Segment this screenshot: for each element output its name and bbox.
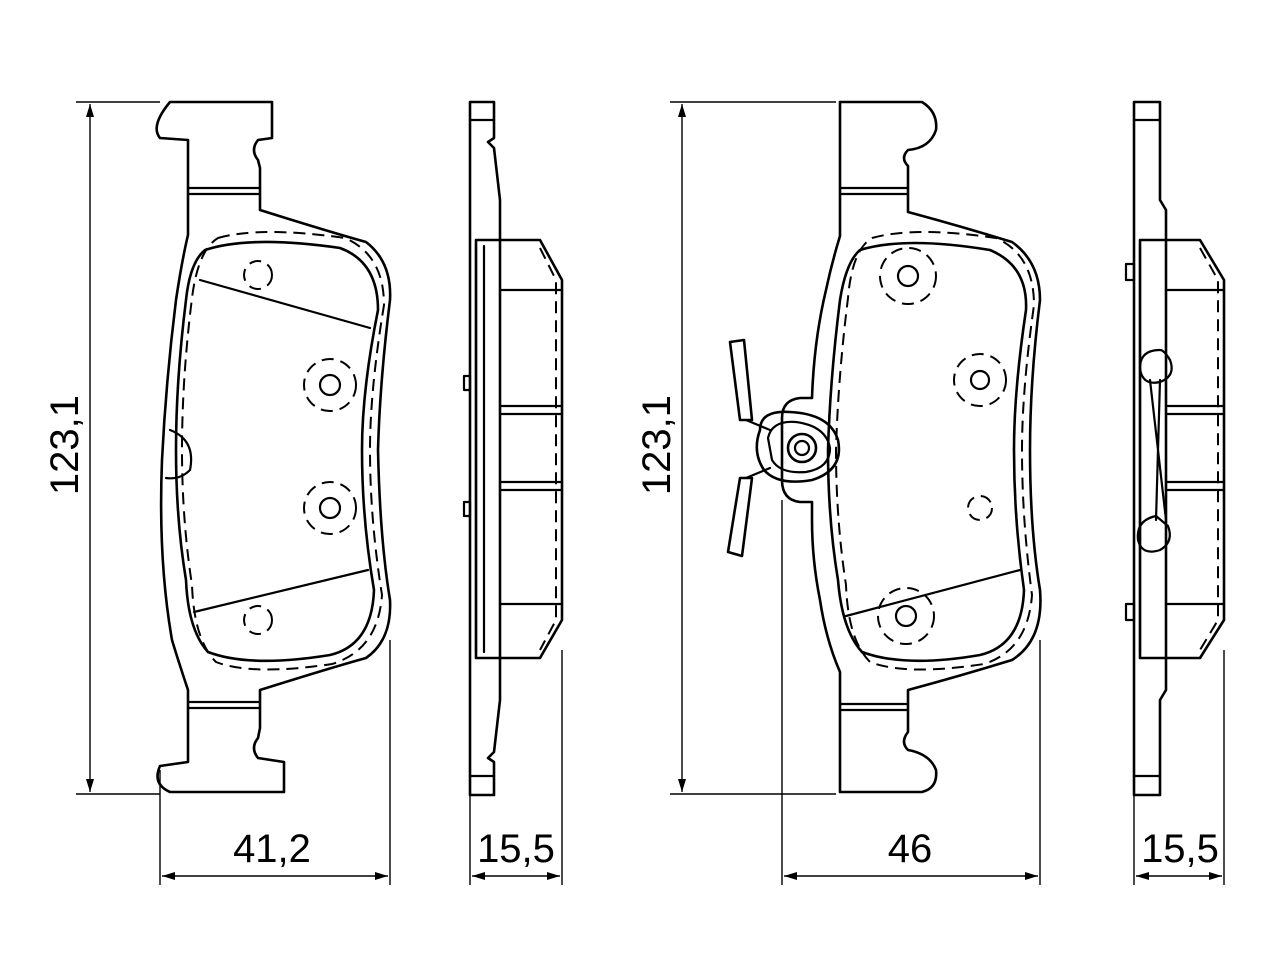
pad-2-side-plate [1132,100,1168,797]
pad-1-center-notch [164,428,193,480]
pad-2-backing-plate [780,100,1042,794]
pad-2-rivet-1 [896,264,920,288]
pad-2-wear-clip-plate [755,410,841,483]
pad-2-front-view [726,100,1042,794]
pad-1-side-plate [468,100,502,797]
pad-2-hole-dashed [967,495,993,521]
pad-1-side-view [462,100,564,797]
dim-5-width-label: 46 [888,827,933,871]
pad-1-rivet-2-dashed [303,481,357,535]
pad-1-rivet-1-dashed [303,358,357,412]
dim-4-height-label: 123,1 [635,395,679,495]
pad-1-friction-dashed [180,231,386,671]
pad-2-wear-spring-link-b [744,466,772,480]
pad-1-rivet-2 [318,496,342,520]
pad-2-wear-spring-top [728,338,754,422]
pad-2-rivet-2-dashed [953,353,1007,407]
dim-1-height-label: 123,1 [43,395,87,495]
pad-2-side-pin-b [1124,602,1136,622]
pad-1-side-pin-a [462,374,472,392]
pad-1-friction-outline [174,240,380,663]
pad-2-friction-dashed [834,231,1036,671]
pad-2-side-view [1124,100,1226,797]
pad-1-rivet-1 [318,373,342,397]
pad-2-wear-clip-inner [766,420,832,474]
pad-2-side-spring-wire [1148,378,1168,522]
pad-2-rivet-2 [969,369,991,391]
dim-3-thickness-label: 15,5 [477,827,555,871]
pad-1-front-view [155,100,392,794]
pad-1-chamfer-bottom [192,568,370,614]
pad-1-side-pin-b [462,500,472,518]
pad-2-side-dashed [1199,247,1219,651]
pad-2-friction-outline [826,241,1028,663]
pad-1-side-dashed [539,247,557,651]
pad-2-side-friction [1138,238,1226,660]
pad-1-backing-plate [155,100,392,794]
pad-2-chamfer-bottom [844,568,1022,618]
pad-2-rivet-1-dashed [879,247,937,305]
pad-2-side-pin-a [1124,262,1136,282]
pad-2-wear-clip-hole [793,439,811,457]
pad-2-rivet-3 [894,604,918,628]
pad-2-wear-clip-eye [786,432,818,464]
pad-2-wear-spring-bottom [726,476,754,558]
dimensions: 123,1 41,2 15,5 123,1 46 15,5 [43,101,1225,885]
pad-2-side-spring-loop-bottom [1136,514,1171,553]
pad-1-hole-bottom-dashed [243,605,273,635]
pad-1-chamfer-top [198,278,372,330]
dim-2-width-label: 41,2 [233,827,311,871]
dim-6-thickness-label: 15,5 [1141,827,1219,871]
pad-2-rivet-3-dashed [877,587,935,645]
pad-1-side-friction [474,238,564,660]
pad-1-hole-top-dashed [243,260,273,290]
pad-2-wear-spring-link-a [744,418,772,432]
